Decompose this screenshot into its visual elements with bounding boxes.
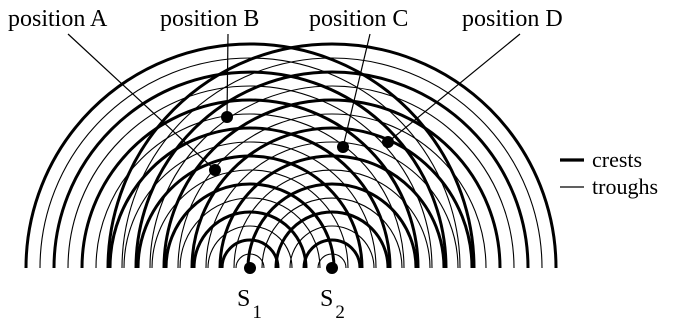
source-1-trough-arc: [151, 169, 349, 269]
source-1-crest-arc: [164, 182, 336, 269]
position-b-label: position B: [160, 6, 259, 32]
legend: crests troughs: [560, 147, 658, 199]
source-1-label: S1: [237, 286, 262, 323]
source-1-trough-arc: [95, 113, 405, 269]
source-2-trough-arc: [261, 197, 403, 269]
source-2-crest-arc: [134, 70, 530, 269]
source-1-crest-arc: [24, 42, 476, 269]
position-a-label: position A: [8, 6, 108, 32]
source-2-subscript: 2: [335, 302, 345, 323]
source-1-crest-arc: [192, 210, 308, 269]
position-b-point: [221, 111, 233, 123]
position-d-label: position D: [462, 6, 563, 32]
leader-lines: [67, 33, 521, 171]
source-2-crest-arc: [274, 210, 390, 269]
source-1-wavefronts: [24, 42, 476, 269]
source-1-point: [244, 262, 256, 274]
source-2-crest-arc: [106, 42, 558, 269]
source-1-trough-arc: [179, 197, 321, 269]
source-2-crest-arc: [218, 154, 446, 269]
source-2-trough-arc: [289, 225, 375, 269]
source-2-trough-arc: [177, 113, 487, 269]
source-2-wavefronts: [106, 42, 558, 269]
source-2-crest-arc: [162, 98, 502, 269]
leader-line-b: [226, 33, 229, 118]
source-1-subscript: 1: [252, 302, 262, 323]
source-1-letter: S: [237, 286, 250, 312]
position-a-point: [209, 164, 221, 176]
source-2-trough-arc: [233, 169, 431, 269]
source-2-trough-arc: [205, 141, 459, 269]
source-2-letter: S: [320, 286, 333, 312]
position-c-point: [337, 141, 349, 153]
source-2-crest-arc: [246, 182, 418, 269]
source-1-trough-arc: [207, 225, 293, 269]
source-2-point: [326, 262, 338, 274]
legend-crests-label: crests: [592, 147, 642, 172]
source-1-trough-arc: [67, 85, 433, 269]
position-d-point: [382, 136, 394, 148]
source-1-crest-arc: [52, 70, 448, 269]
source-1-crest-arc: [220, 238, 280, 269]
source-1-crest-arc: [80, 98, 420, 269]
leader-line-c: [342, 33, 371, 148]
legend-troughs-label: troughs: [592, 174, 658, 199]
source-1-crest-arc: [108, 126, 392, 269]
source-2-trough-arc: [149, 85, 515, 269]
source-2-trough-arc: [121, 57, 543, 269]
leader-line-a: [67, 33, 216, 171]
source-2-crest-arc: [190, 126, 474, 269]
source-1-trough-arc: [123, 141, 377, 269]
source-2-trough-arc: [317, 253, 347, 269]
position-c-label: position C: [309, 6, 408, 32]
leader-line-d: [387, 33, 521, 143]
source-2-crest-arc: [302, 238, 362, 269]
source-2-label: S2: [320, 286, 345, 323]
